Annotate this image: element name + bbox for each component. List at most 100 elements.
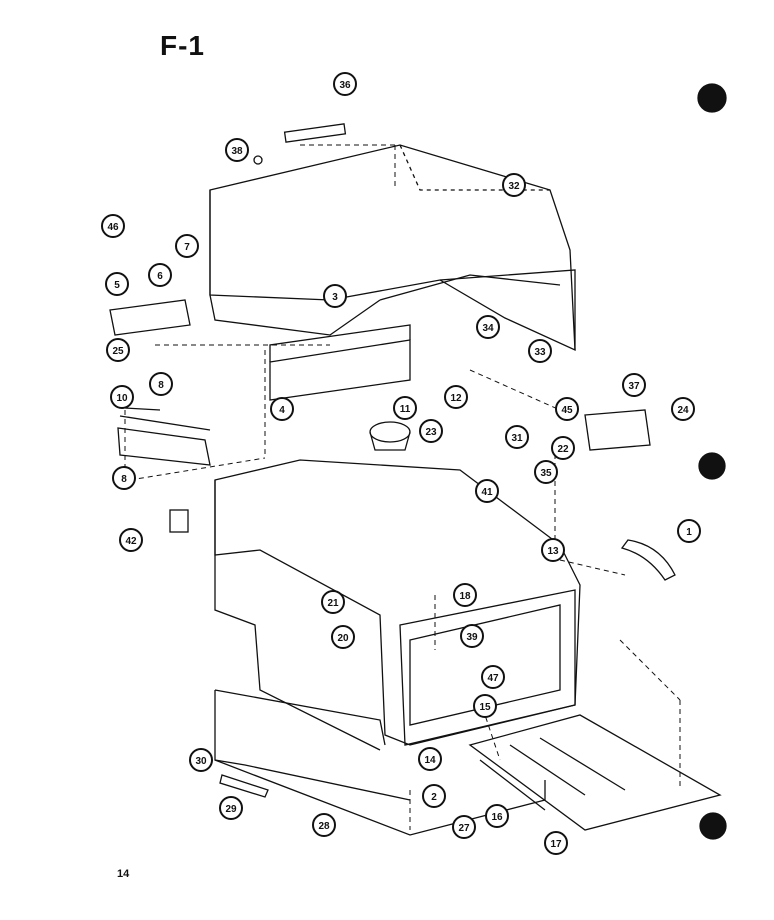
callout-37: 37	[622, 373, 646, 397]
svg-text:25: 25	[112, 346, 124, 357]
callout-8-lower: 8	[112, 466, 136, 490]
svg-text:27: 27	[458, 823, 470, 834]
callout-22: 22	[551, 436, 575, 460]
top-cover-shape	[209, 144, 576, 352]
svg-text:37: 37	[628, 381, 640, 392]
callout-42: 42	[119, 528, 143, 552]
svg-text:2: 2	[431, 792, 437, 803]
svg-text:5: 5	[114, 280, 120, 291]
callout-12: 12	[444, 385, 468, 409]
screw-part	[253, 155, 263, 165]
callout-17: 17	[544, 831, 568, 855]
callout-21: 21	[321, 590, 345, 614]
svg-text:13: 13	[547, 546, 559, 557]
svg-text:28: 28	[318, 821, 330, 832]
callout-5: 5	[105, 272, 129, 296]
callout-38: 38	[225, 138, 249, 162]
svg-text:6: 6	[157, 271, 163, 282]
callout-39: 39	[460, 624, 484, 648]
svg-text:23: 23	[425, 427, 437, 438]
svg-text:12: 12	[450, 393, 462, 404]
callout-23: 23	[419, 419, 443, 443]
svg-text:34: 34	[482, 323, 494, 334]
plate-part	[117, 427, 211, 466]
svg-text:47: 47	[487, 673, 499, 684]
parts-drawing	[109, 83, 727, 840]
foot-part	[219, 774, 269, 798]
callout-8: 8	[149, 372, 173, 396]
svg-text:10: 10	[116, 393, 128, 404]
callout-7: 7	[175, 234, 199, 258]
svg-text:36: 36	[339, 80, 351, 91]
callout-14: 14	[418, 747, 442, 771]
callout-1: 1	[677, 519, 701, 543]
svg-text:17: 17	[550, 839, 562, 850]
figure-title: F-1	[160, 30, 205, 61]
svg-text:20: 20	[337, 633, 349, 644]
dial-part	[620, 539, 676, 581]
svg-text:22: 22	[557, 444, 569, 455]
svg-text:31: 31	[511, 433, 523, 444]
callout-35: 35	[534, 460, 558, 484]
top-rail-part	[283, 123, 347, 143]
svg-text:21: 21	[327, 598, 339, 609]
svg-text:7: 7	[184, 242, 190, 253]
callout-6: 6	[148, 263, 172, 287]
knob-part	[699, 812, 727, 840]
callout-29: 29	[219, 796, 243, 820]
callout-47: 47	[481, 665, 505, 689]
callout-15: 15	[473, 694, 497, 718]
callout-30: 30	[189, 748, 213, 772]
terminal-board-part	[584, 409, 651, 451]
base-pan-part	[214, 690, 546, 836]
svg-text:1: 1	[686, 527, 692, 538]
callout-20: 20	[331, 625, 355, 649]
svg-text:35: 35	[540, 468, 552, 479]
callout-28: 28	[312, 813, 336, 837]
svg-text:3: 3	[332, 292, 338, 303]
callout-4: 4	[270, 397, 294, 421]
callout-19: 19	[0, 0, 476, 606]
svg-text:38: 38	[231, 146, 243, 157]
callout-2: 2	[422, 784, 446, 808]
callout-33: 33	[528, 339, 552, 363]
callout-46: 46	[101, 214, 125, 238]
callout-11: 11	[393, 396, 417, 420]
svg-text:14: 14	[424, 755, 436, 766]
callout-10: 10	[110, 385, 134, 409]
callout-36: 36	[333, 72, 357, 96]
motor-part	[369, 421, 411, 443]
callout-41: 41	[475, 479, 499, 503]
callout-45: 45	[555, 397, 579, 421]
callout-25: 25	[106, 338, 130, 362]
bracket-part	[269, 339, 411, 401]
svg-text:42: 42	[125, 536, 137, 547]
svg-text:18: 18	[459, 591, 471, 602]
svg-text:46: 46	[107, 222, 119, 233]
chassis-shape	[214, 459, 581, 746]
page-number: 14	[117, 868, 130, 880]
callout-16: 16	[485, 804, 509, 828]
svg-text:15: 15	[479, 702, 491, 713]
svg-text:8: 8	[121, 474, 127, 485]
callout-13: 13	[541, 538, 565, 562]
callout-31: 31	[505, 425, 529, 449]
svg-text:11: 11	[400, 404, 411, 415]
svg-text:33: 33	[534, 347, 546, 358]
svg-text:4: 4	[279, 405, 285, 416]
svg-text:16: 16	[491, 812, 503, 823]
callout-34: 34	[476, 315, 500, 339]
svg-text:24: 24	[677, 405, 689, 416]
callouts: 1 2 3 4 5 6 7 8 8 10 11 12 13 14 15 16 1…	[0, 0, 701, 855]
svg-text:45: 45	[561, 405, 573, 416]
svg-text:29: 29	[225, 804, 237, 815]
callout-24: 24	[671, 397, 695, 421]
svg-text:8: 8	[158, 380, 164, 391]
svg-text:32: 32	[508, 181, 520, 192]
callout-3: 3	[323, 284, 347, 308]
callout-32: 32	[502, 173, 526, 197]
bracket-5-part	[109, 299, 191, 336]
tray-part	[468, 714, 722, 831]
